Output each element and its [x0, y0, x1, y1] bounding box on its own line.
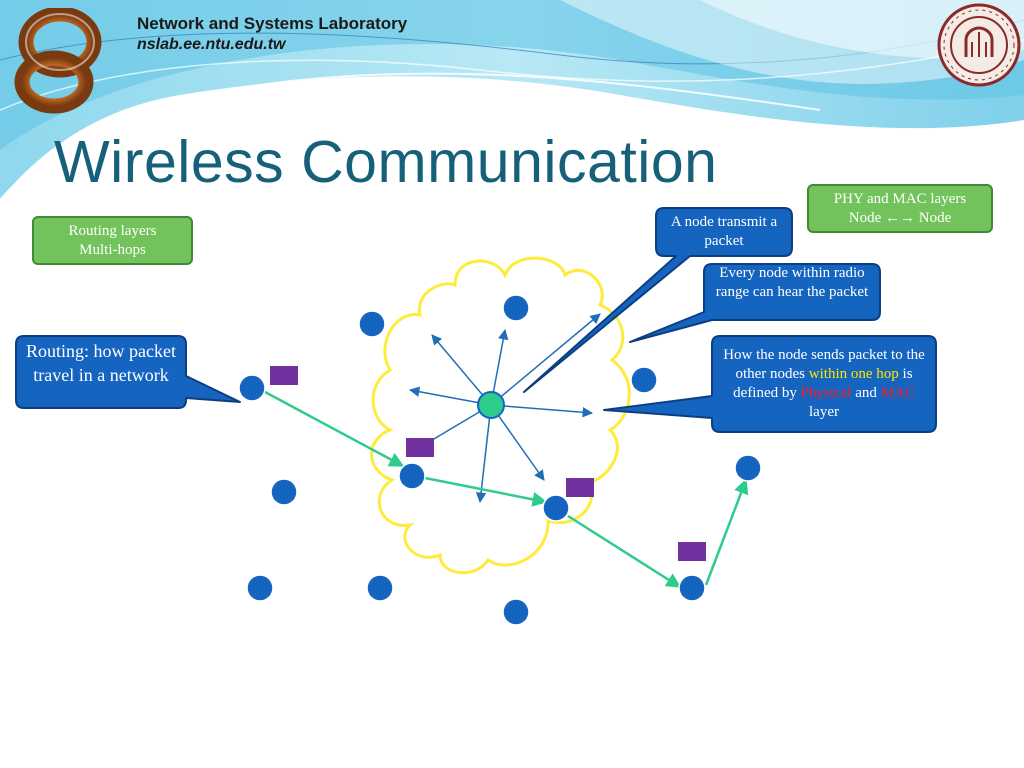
callout-sends-pre: How the node sends packet to the other n…	[723, 347, 925, 382]
routing-layers-box: Routing layers Multi-hops	[32, 216, 193, 265]
lab-name: Network and Systems Laboratory	[137, 14, 408, 33]
broadcast-arrows	[408, 313, 601, 504]
sender-node	[477, 391, 505, 419]
node	[734, 454, 762, 482]
callout-hear-shape	[629, 263, 881, 343]
callout-sends-physical: Physical	[800, 385, 852, 401]
callout-sends-within: within one hop	[808, 366, 899, 382]
radio-range-cloud	[370, 256, 631, 575]
node	[398, 462, 426, 490]
callout-hear-text: Every node within radio range can hear t…	[715, 265, 869, 300]
page-title: Wireless Communication	[54, 129, 718, 195]
phy-mac-box: PHY and MAC layers Node ←→ Node	[807, 184, 993, 233]
phy-mac-line1: PHY and MAC layers	[833, 191, 967, 207]
callout-shapes	[15, 207, 937, 433]
university-seal	[937, 3, 1021, 87]
node	[238, 374, 266, 402]
packet	[678, 542, 706, 561]
callout-hear: Every node within radio range can hear t…	[710, 264, 874, 302]
packet	[406, 438, 434, 457]
callout-routing-shape	[15, 335, 241, 409]
node	[270, 478, 298, 506]
node	[678, 574, 706, 602]
node	[630, 366, 658, 394]
callout-sends-shape	[603, 335, 937, 433]
nodes	[238, 294, 762, 626]
callout-transmit-text: A node transmit a packet	[670, 214, 778, 249]
route-arrows	[264, 390, 749, 589]
callout-sends: How the node sends packet to the other n…	[722, 346, 926, 422]
callout-sends-mid: is defined by	[733, 366, 913, 401]
packets	[270, 366, 706, 561]
callout-sends-mac: MAC	[880, 385, 915, 401]
callout-routing: Routing: how packet travel in a network	[26, 339, 176, 387]
callout-sends-and: and	[851, 385, 881, 401]
lab-url: nslab.ee.ntu.edu.tw	[137, 36, 286, 53]
node	[366, 574, 394, 602]
callout-routing-text: Routing: how packet travel in a network	[26, 341, 176, 385]
node	[502, 294, 530, 322]
lab-logo	[14, 8, 102, 114]
callout-transmit-shape	[523, 207, 793, 393]
callout-sends-post: layer	[809, 404, 839, 420]
node	[358, 310, 386, 338]
phy-mac-line2: Node ←→ Node	[848, 210, 952, 226]
packet	[566, 478, 594, 497]
callout-transmit: A node transmit a packet	[660, 213, 788, 251]
routing-layers-line2: Multi-hops	[79, 242, 146, 258]
node	[502, 598, 530, 626]
node	[246, 574, 274, 602]
packet	[270, 366, 298, 385]
routing-layers-line1: Routing layers	[68, 223, 157, 239]
node	[542, 494, 570, 522]
